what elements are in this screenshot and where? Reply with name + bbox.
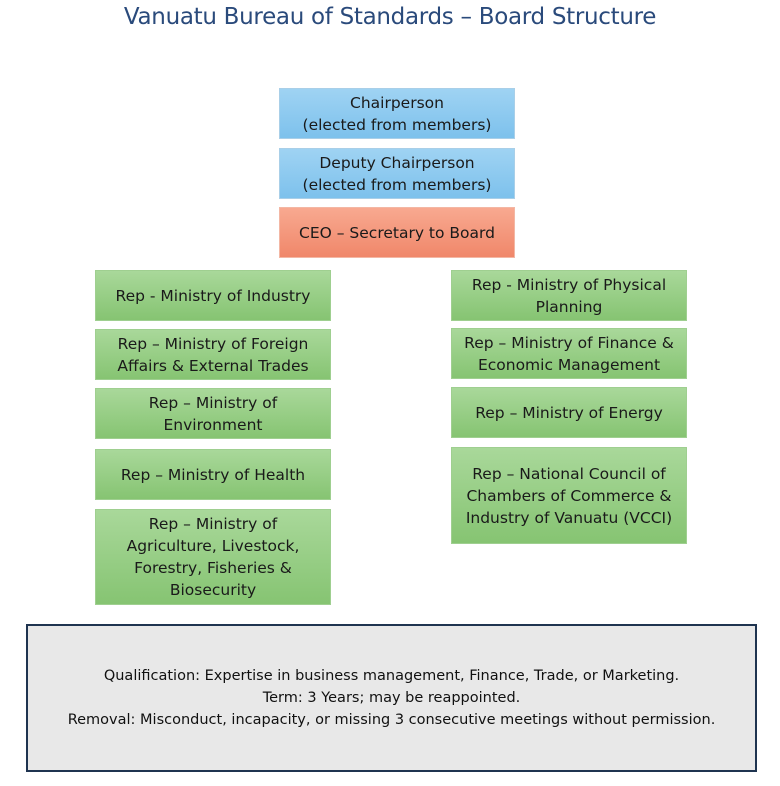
qualification-text: Qualification: Expertise in business man… (103, 668, 680, 684)
removal-text: Removal: Misconduct, incapacity, or miss… (67, 712, 716, 728)
rep-box-line: Rep – Ministry of (148, 393, 278, 412)
chairperson-label: Chairperson (350, 93, 444, 112)
rep-box-line: Rep - Ministry of Physical (471, 275, 667, 294)
deputy-chairperson-note: (elected from members) (302, 175, 492, 194)
page-title: Vanuatu Bureau of Standards – Board Stru… (123, 4, 657, 30)
deputy-chairperson-box: Deputy Chairperson (elected from members… (279, 148, 515, 199)
rep-box-line: Rep – National Council of (472, 464, 666, 483)
deputy-chairperson-label: Deputy Chairperson (319, 153, 475, 172)
rep-box-line: Rep – Ministry of Energy (475, 403, 663, 422)
rep-box-line: Forestry, Fisheries & (134, 559, 292, 577)
chairperson-note: (elected from members) (302, 115, 492, 134)
rep-ministry-foreign-affairs-box: Rep – Ministry of Foreign Affairs & Exte… (95, 329, 331, 380)
rep-box-line: Planning (535, 297, 603, 316)
rep-box-line: Environment (163, 415, 263, 434)
rep-ministry-environment-box: Rep – Ministry of Environment (95, 388, 331, 439)
rep-vcci-box: Rep – National Council of Chambers of Co… (451, 447, 687, 544)
rep-box-line: Rep - Ministry of Industry (115, 286, 311, 305)
term-text: Term: 3 Years; may be reappointed. (262, 690, 521, 706)
rep-box-line: Rep – Ministry of Finance & (464, 333, 674, 352)
rep-ministry-physical-planning-box: Rep - Ministry of Physical Planning (451, 270, 687, 321)
board-rules-panel: Qualification: Expertise in business man… (26, 624, 757, 772)
rep-ministry-agriculture-box: Rep – Ministry of Agriculture, Livestock… (95, 509, 331, 605)
rep-box-line: Rep – Ministry of (148, 515, 278, 533)
ceo-box: CEO – Secretary to Board (279, 207, 515, 258)
rep-box-line: Biosecurity (169, 581, 257, 599)
rep-box-line: Agriculture, Livestock, (126, 537, 300, 555)
rep-ministry-health-box: Rep – Ministry of Health (95, 449, 331, 500)
rep-box-line: Rep – Ministry of Foreign (117, 334, 309, 353)
rep-box-line: Affairs & External Trades (117, 356, 309, 375)
chairperson-box: Chairperson (elected from members) (279, 88, 515, 139)
rep-ministry-industry-box: Rep - Ministry of Industry (95, 270, 331, 321)
rep-box-line: Chambers of Commerce & (466, 486, 672, 505)
rep-ministry-energy-box: Rep – Ministry of Energy (451, 387, 687, 438)
ceo-label: CEO – Secretary to Board (299, 223, 495, 242)
rep-box-line: Industry of Vanuatu (VCCI) (465, 508, 673, 527)
rep-ministry-finance-box: Rep – Ministry of Finance & Economic Man… (451, 328, 687, 379)
rep-box-line: Economic Management (477, 355, 661, 374)
rep-box-line: Rep – Ministry of Health (120, 465, 306, 484)
